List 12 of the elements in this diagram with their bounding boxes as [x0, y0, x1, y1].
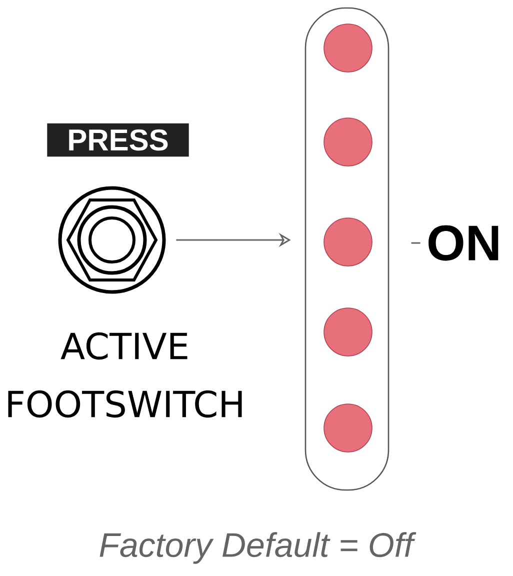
footswitch-label: ACTIVE FOOTSWITCH	[8, 332, 242, 418]
caption: Factory Default = Off	[100, 532, 416, 564]
led-strip	[304, 7, 390, 491]
leader-line	[411, 242, 420, 244]
led-dot	[324, 118, 372, 166]
led-dot	[324, 404, 372, 452]
state-label: ON	[428, 225, 498, 261]
label-box: PRESS	[47, 123, 189, 157]
led-dot	[324, 218, 372, 266]
footswitch-drawing	[58, 186, 166, 294]
led-dot	[324, 24, 372, 72]
led-dot	[324, 308, 372, 356]
